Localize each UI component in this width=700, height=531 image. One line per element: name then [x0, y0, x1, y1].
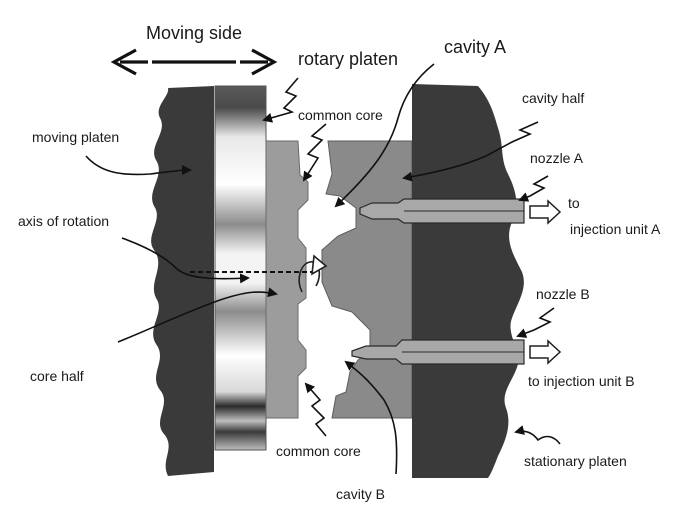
- leader-rotary-platen: [262, 77, 299, 123]
- cavity-b-label: cavity B: [336, 486, 386, 502]
- core-half: [265, 140, 309, 419]
- moving-side-label: Moving side: [146, 23, 243, 43]
- to-injection-unit-b-arrow-icon: [529, 339, 562, 365]
- to-injection-unit-a-arrow-icon: [529, 199, 562, 225]
- leader-common-core-bottom: [304, 382, 327, 437]
- common-core-bottom-label: common core: [276, 443, 361, 459]
- leader-common-core-top: [302, 123, 327, 182]
- moving-platen: [151, 86, 214, 476]
- to-injection-unit-b-label: to injection unit B: [528, 373, 635, 389]
- cavity-a-label: cavity A: [444, 37, 507, 57]
- leader-axis-of-rotation: [121, 237, 250, 284]
- axis-of-rotation-label: axis of rotation: [18, 213, 110, 229]
- leader-cavity-b: [344, 360, 398, 475]
- leader-nozzle-a: [518, 175, 549, 202]
- injection-unit-a-label: injection unit A: [570, 221, 661, 237]
- cavity-half-label: cavity half: [522, 90, 585, 106]
- moving-side-arrow-icon: [110, 48, 278, 76]
- core-half-label: core half: [30, 368, 84, 384]
- leader-cavity-a: [334, 63, 435, 208]
- leader-core-half: [117, 287, 278, 343]
- stationary-platen: [412, 84, 524, 478]
- leader-lines: [85, 63, 561, 475]
- leader-moving-platen: [85, 155, 192, 176]
- to-label: to: [568, 195, 580, 211]
- cavity-half: [321, 140, 413, 419]
- moving-platen-label: moving platen: [32, 129, 120, 145]
- common-core-top-label: common core: [298, 107, 383, 123]
- leader-stationary-platen: [514, 425, 561, 445]
- rotary-platen: [214, 85, 267, 451]
- nozzle-b-label: nozzle B: [536, 286, 590, 302]
- stationary-platen-label: stationary platen: [524, 453, 627, 469]
- leader-nozzle-b: [516, 307, 555, 338]
- rotary-platen-label: rotary platen: [298, 49, 399, 69]
- leader-cavity-half: [402, 121, 539, 182]
- rotation-arrow-icon: [298, 254, 328, 293]
- nozzle-a-label: nozzle A: [530, 150, 583, 166]
